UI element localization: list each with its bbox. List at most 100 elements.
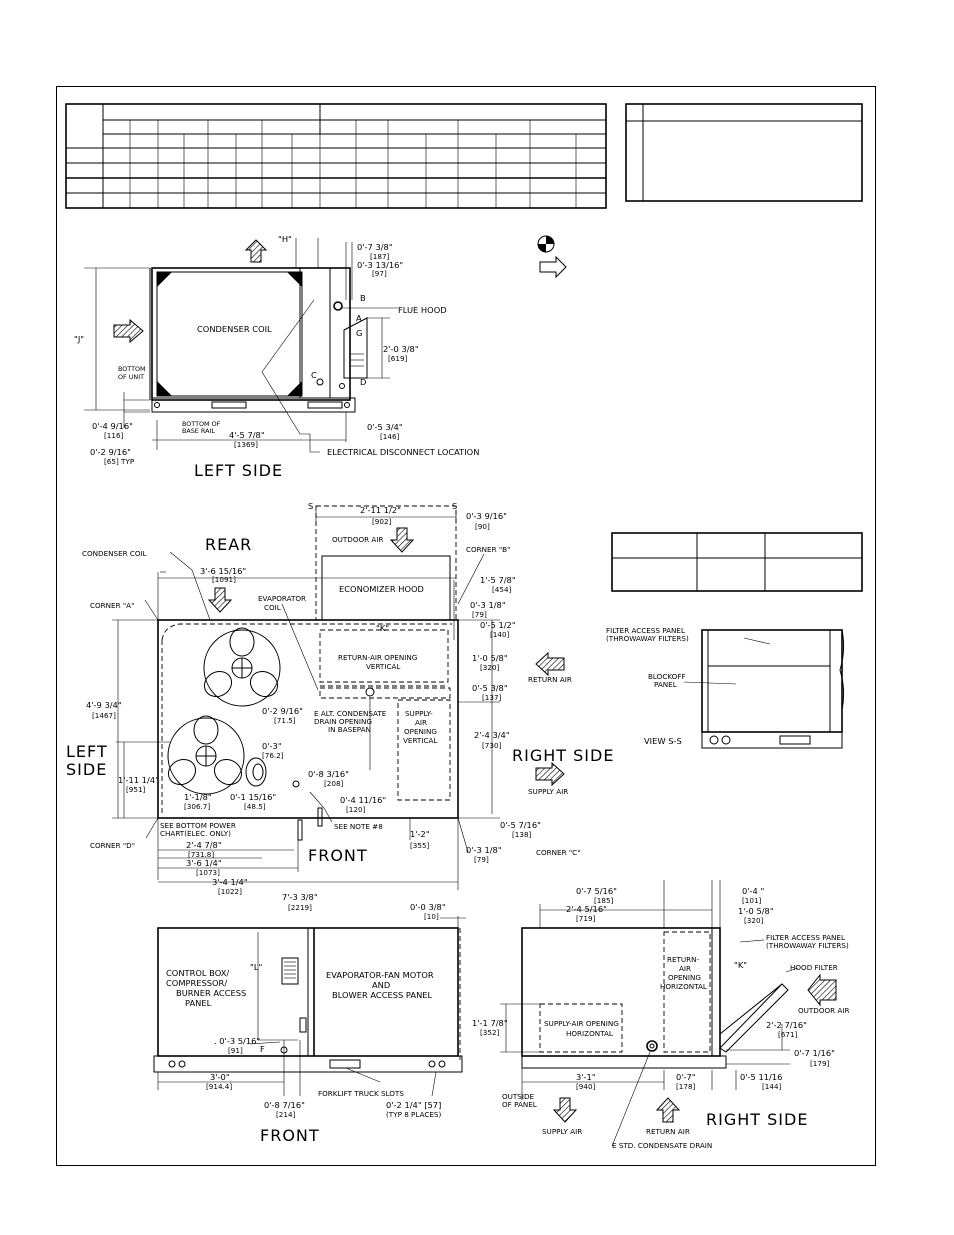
filter-access-panel-label-1: FILTER ACCESS PANEL [606, 626, 685, 635]
hood-filter-shape [719, 983, 789, 1053]
electrical-disconnect-label: ELECTRICAL DISCONNECT LOCATION [327, 447, 479, 457]
dim-r7: 0'-7 1/16" [794, 1048, 835, 1058]
dim-p11: 2'-4 3/4" [474, 730, 510, 740]
gas-connection-icon [333, 301, 343, 311]
dim-p14-mm: [951] [126, 785, 146, 794]
right-side-view: FILTER ACCESS PANEL (THROWAWAY FILTERS) … [472, 880, 849, 1150]
forklift-slots-label: FORKLIFT TRUCK SLOTS [318, 1089, 404, 1098]
right-side-title: RIGHT SIDE [706, 1110, 808, 1129]
dim-p17-mm: [120] [346, 805, 366, 814]
dim-p5-mm: [79] [472, 610, 487, 619]
dim-d6-mm: [1369] [234, 440, 258, 449]
dim-p4: 1'-5 7/8" [480, 575, 516, 585]
dim-r8: 3'-1" [576, 1072, 596, 1082]
dim-r2-mm: [719] [576, 914, 596, 923]
dim-p22: 3'-6 1/4" [186, 858, 222, 868]
unit-plan-outline [157, 619, 459, 819]
dim-d2: 0'-3 13/16" [357, 260, 403, 270]
dim-d1: 0'-7 3/8" [357, 242, 393, 252]
dim-f5-mm: (TYP 8 PLACES) [386, 1110, 441, 1119]
dim-label-k: "K" [376, 623, 389, 633]
letter-f: F [260, 1044, 265, 1054]
dim-p9-mm: [1467] [92, 711, 116, 720]
evap-fan-label-3: BLOWER ACCESS PANEL [332, 990, 433, 1000]
evaporator-coil-label-2: COIL [264, 603, 281, 612]
letter-c: C [311, 370, 317, 380]
dim-label-j: "J" [74, 334, 84, 344]
view-s-s-title: VIEW S-S [644, 736, 682, 746]
dim-f2-mm: [91] [228, 1046, 243, 1055]
condenser-fan-lower [167, 717, 245, 795]
filter-access-panel-label-2: (THROWAWAY FILTERS) [606, 634, 689, 643]
return-air-label: RETURN AIR [528, 675, 572, 684]
supply-air-opening-label-2: HORIZONTAL [566, 1029, 613, 1038]
supply-air-opening-label-1: SUPPLY-AIR OPENING [544, 1019, 619, 1028]
dim-f5: 0'-2 1/4" [57] [386, 1100, 441, 1110]
dim-p14: 1'-11 1/4" [118, 775, 159, 785]
flue-hood-shape [343, 317, 368, 379]
front-title: FRONT [308, 846, 368, 865]
evap-fan-label-2: AND [372, 980, 390, 990]
dim-p17: 0'-4 11/16" [340, 795, 386, 805]
dim-r8-mm: [940] [576, 1082, 596, 1091]
dim-p13: 0'-8 3/16" [308, 769, 349, 779]
evaporator-coil-label-1: EVAPORATOR [258, 594, 306, 603]
dim-d5: 0'-2 9/16" [90, 447, 131, 457]
corner-d-label: CORNER "D" [90, 841, 135, 850]
outside-of-panel-label-1: OUTSIDE [502, 1092, 535, 1101]
dim-d4: 0'-4 9/16" [92, 421, 133, 431]
condenser-coil-label: CONDENSER COIL [82, 549, 147, 558]
alt-condensate-label-3: IN BASEPAN [328, 725, 371, 734]
dim-p1: 2'-11 1/2" [360, 505, 401, 515]
front-view: CONTROL BOX/ COMPRESSOR/ BURNER ACCESS P… [153, 902, 466, 1145]
dim-r5: 1'-1 7/8" [472, 1018, 508, 1028]
dim-p16-mm: [48.5] [244, 802, 266, 811]
outdoor-air-label: OUTDOOR AIR [332, 535, 383, 544]
return-air-opening-label-1: RETURN-AIR OPENING [338, 653, 417, 662]
see-bottom-power-label-1: SEE BOTTOM POWER [160, 821, 236, 830]
dim-d7-mm: [146] [380, 432, 400, 441]
drawing-sheet-border [56, 86, 876, 1166]
supply-air-opening-label-1: SUPPLY- [405, 709, 433, 718]
dim-p10: 0'-2 9/16" [262, 706, 303, 716]
bottom-of-base-rail-label-1: BOTTOM OF [182, 420, 221, 428]
dim-f4: 0'-8 7/16" [264, 1100, 305, 1110]
dim-r7-mm: [179] [810, 1059, 830, 1068]
dim-p23-mm: [1022] [218, 887, 242, 896]
dim-r4-mm: [320] [744, 916, 764, 925]
unit-outline [151, 267, 351, 401]
condenser-coil-label: CONDENSER COIL [197, 324, 272, 334]
bottom-of-unit-label-1: BOTTOM [118, 365, 146, 373]
airflow-direction-icon [539, 255, 567, 279]
alt-condensate-label-1: E ALT. CONDENSATE [314, 709, 387, 718]
section-marker-s-left: S [308, 501, 313, 511]
dim-d4-mm: [116] [104, 431, 124, 440]
return-air-opening-label-3: OPENING [668, 973, 701, 982]
legend-icons [537, 235, 567, 279]
dim-r5-mm: [352] [480, 1028, 500, 1037]
control-box-label-3: BURNER ACCESS [176, 988, 246, 998]
dimension-table-left [65, 103, 607, 209]
bottom-power-table [611, 532, 863, 592]
dim-p15-mm: [306.7] [184, 802, 210, 811]
dim-r9: 0'-7" [676, 1072, 696, 1082]
return-air-opening-label-1: RETURN- [667, 955, 700, 964]
dim-p2-mm: [90] [475, 522, 490, 531]
blockoff-panel-label-1: BLOCKOFF [648, 672, 686, 681]
filter-access-panel-label-1: FILTER ACCESS PANEL [766, 933, 845, 942]
hood-filter-label: HOOD FILTER [790, 963, 838, 972]
supply-air-opening-label-2: AIR [415, 718, 427, 727]
dim-p19-mm: [355] [410, 841, 430, 850]
dim-r2: 2'-4 5/16" [566, 904, 607, 914]
dim-f3-mm: [914.4] [206, 1082, 232, 1091]
control-box-label-4: PANEL [185, 998, 212, 1008]
corner-b-label: CORNER "B" [466, 545, 510, 554]
dim-f1-mm: [10] [424, 912, 439, 921]
alt-condensate-label-2: DRAIN OPENING [314, 717, 372, 726]
dim-p1-mm: [902] [372, 517, 392, 526]
dim-d3: 2'-0 3/8" [383, 344, 419, 354]
dim-r9-mm: [178] [676, 1082, 696, 1091]
letter-a: A [356, 313, 362, 323]
dim-d2-mm: [97] [372, 269, 387, 278]
